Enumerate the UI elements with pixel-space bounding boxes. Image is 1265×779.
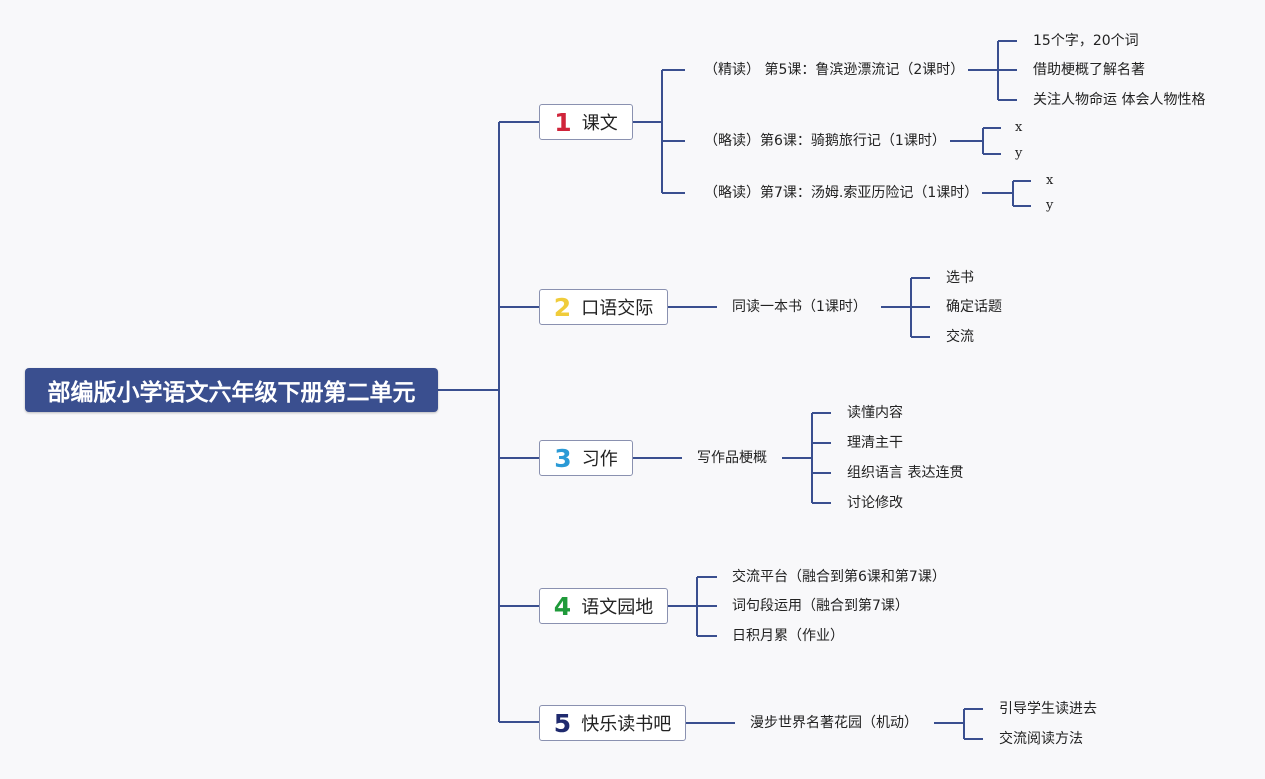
root-node[interactable]: 部编版小学语文六年级下册第二单元 xyxy=(25,368,438,412)
branch-number-4: 4 xyxy=(553,591,572,621)
branch-number-1: 1 xyxy=(554,107,572,137)
topic-node[interactable]: 日积月累（作业） xyxy=(732,628,844,644)
leaf-node[interactable]: 引导学生读进去 xyxy=(999,701,1097,717)
leaf-node[interactable]: 交流 xyxy=(946,329,974,345)
topic-node[interactable]: 词句段运用（融合到第7课） xyxy=(732,598,909,614)
topic-node[interactable]: 同读一本书（1课时） xyxy=(732,299,867,315)
leaf-node[interactable]: 组织语言 表达连贯 xyxy=(847,465,964,481)
leaf-node[interactable]: 选书 xyxy=(946,270,974,286)
branch-label: 语文园地 xyxy=(581,597,654,618)
leaf-node[interactable]: y xyxy=(1046,198,1054,213)
branch-number-2: 2 xyxy=(553,292,572,322)
branch-label: 习作 xyxy=(581,449,618,470)
topic-node[interactable]: 漫步世界名著花园（机动） xyxy=(750,715,918,731)
lesson-6-node[interactable]: （略读）第6课：骑鹅旅行记（1课时） xyxy=(704,133,946,149)
leaf-node[interactable]: x xyxy=(1046,173,1054,188)
leaf-node[interactable]: 确定话题 xyxy=(946,299,1002,315)
branch-number-5: 5 xyxy=(553,708,572,738)
leaf-node[interactable]: 15个字，20个词 xyxy=(1033,33,1139,49)
leaf-node[interactable]: 交流阅读方法 xyxy=(999,731,1083,747)
branch-label: 快乐读书吧 xyxy=(581,714,672,735)
root-label: 部编版小学语文六年级下册第二单元 xyxy=(47,380,416,406)
leaf-node[interactable]: x xyxy=(1015,120,1023,135)
leaf-node[interactable]: 理清主干 xyxy=(847,435,903,451)
branch-node-oral[interactable]: 2 口语交际 xyxy=(539,289,668,325)
branch-label: 课文 xyxy=(581,113,618,134)
branch-node-garden[interactable]: 4 语文园地 xyxy=(539,588,668,624)
branch-node-kewen[interactable]: 1 课文 xyxy=(539,104,633,140)
lesson-5-node[interactable]: （精读） 第5课：鲁滨逊漂流记（2课时） xyxy=(704,62,965,78)
leaf-node[interactable]: 读懂内容 xyxy=(847,405,903,421)
topic-node[interactable]: 写作品梗概 xyxy=(697,450,767,466)
branch-number-3: 3 xyxy=(554,443,572,473)
leaf-node[interactable]: 借助梗概了解名著 xyxy=(1033,62,1145,78)
leaf-node[interactable]: 关注人物命运 体会人物性格 xyxy=(1033,92,1206,108)
branch-label: 口语交际 xyxy=(581,298,654,319)
branch-node-writing[interactable]: 3 习作 xyxy=(539,440,633,476)
branch-node-reading[interactable]: 5 快乐读书吧 xyxy=(539,705,686,741)
topic-node[interactable]: 交流平台（融合到第6课和第7课） xyxy=(732,569,946,585)
lesson-7-node[interactable]: （略读）第7课：汤姆.索亚历险记（1课时） xyxy=(704,185,979,201)
leaf-node[interactable]: 讨论修改 xyxy=(847,495,903,511)
leaf-node[interactable]: y xyxy=(1015,146,1023,161)
